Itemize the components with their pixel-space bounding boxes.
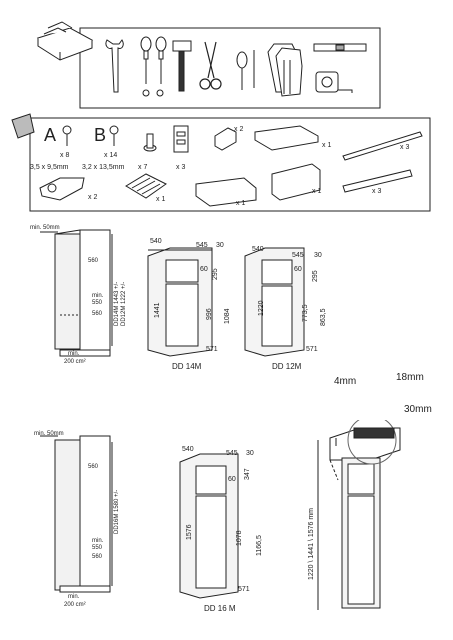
screw-b-letter: B [94,125,107,145]
screwdriver-icon [140,36,167,97]
rail-short-icon [342,169,413,193]
dd14-fridge-diagram [147,247,213,357]
dd16-w540: 540 [182,446,194,453]
rail-icon [342,131,423,161]
niche1-top-min: min. 50mm [30,225,60,231]
dd12-label: DD 12M [272,362,302,371]
dd14-h295: 295 [212,268,219,280]
dd12-w545: 545 [292,252,304,259]
wrench-icon [105,39,124,93]
dd16-w545: 545 [226,450,238,457]
niche2-w560-bot: 560 [92,554,103,560]
dd16-fridge-diagram [179,453,239,599]
dd14-h1084: 1084 [224,308,231,324]
bracket-icon [214,127,237,151]
dd12-h1220: 1220 [258,300,265,316]
scissors-icon [199,41,222,90]
niche1-height-note-1: DD14M 1443 +/- [114,281,120,326]
dd16-w571: 571 [238,586,250,593]
dd14-h1441: 1441 [154,302,161,318]
niche2-bottom-min-a: min. [68,594,80,600]
dd14-w30: 30 [216,242,224,249]
niche2-diagram [40,435,113,593]
niche2-min550-b: 550 [92,545,103,551]
grille-icon [125,173,167,199]
hammer-icon [172,40,192,92]
awl-icon [236,50,255,90]
parts-bag-icon [11,113,35,139]
dd12-h773: 773,5 [302,304,309,322]
niche1-w560-top: 560 [88,258,99,264]
dd16-h347: 347 [244,468,251,480]
cover-b-qty: x 1 [312,188,322,195]
niche2-w560-top: 560 [88,464,99,470]
niche2-bottom-min-b: 200 cm² [64,602,86,608]
niche1-bottom-min-a: min. [68,351,80,357]
dd16-h1166: 1166,5 [256,535,263,556]
tools-panel [36,21,381,109]
grille-qty: x 1 [156,196,166,203]
niche2-top-min: min. 50mm [34,431,64,437]
dd12-w571: 571 [306,346,318,353]
dd12-w30: 30 [314,252,322,259]
parts-panel [11,113,431,212]
dd16-h1576: 1576 [186,524,193,540]
bracket-qty: x 2 [234,126,244,133]
rail-long-qty: x 3 [400,144,410,151]
block-qty: x 1 [322,142,332,149]
plug-qty: x 7 [138,164,148,171]
niche1-min550-a: min. [92,293,104,299]
dd14-label: DD 14M [172,362,202,371]
screw-b-size: 3,2 x 13,5mm [82,164,125,171]
dd16-h1078: 1078 [236,530,243,546]
dd16-label: DD 16 M [204,604,236,613]
dd12-h863: 863,5 [320,308,327,326]
plug-icon [143,133,157,152]
rail-short-qty: x 3 [372,188,382,195]
screw-icon [62,125,119,146]
niche2-min550-a: min. [92,538,104,544]
dd12-h295: 295 [312,270,319,282]
clearance-heights: 1220 \ 1441 \ 1576 mm [308,508,315,580]
niche1-bottom-min-b: 200 cm² [64,359,86,365]
dd12-w540: 540 [252,246,264,253]
block-icon [254,125,319,151]
screw-b-qty: x 14 [104,152,118,159]
lever-icon [39,177,85,201]
hinge-plate-qty: x 3 [176,164,186,171]
clearance-30mm: 30mm [404,404,432,415]
screw-a-qty: x 8 [60,152,70,159]
clearance-18mm: 18mm [396,372,424,383]
dd14-h996: 996 [206,308,213,320]
section2-drawings [40,420,401,610]
niche2-height-note: DD16M 1580 +/- [114,489,120,534]
section1-drawings [40,229,305,357]
dd12-h60: 60 [294,266,302,273]
niche1-height-note-2: DD12M 1222 +/- [121,281,127,326]
dd14-w545: 545 [196,242,208,249]
niche1-min550-b: 550 [92,300,103,306]
dd16-w30: 30 [246,450,254,457]
cover-icon [195,163,321,207]
dd14-w571: 571 [206,346,218,353]
toolbox-icon [36,21,94,61]
dd14-h60: 60 [200,266,208,273]
clearance-diagram [317,420,401,610]
hinge-plate-icon [173,125,189,153]
screw-a-letter: A [44,125,57,145]
gloves-icon [267,43,303,97]
lever-qty: x 2 [88,194,98,201]
tape-measure-icon [315,71,353,93]
screw-a-size: 3,5 x 9,5mm [30,164,69,171]
dd12-fridge-diagram [244,247,305,357]
level-icon [313,43,367,52]
cover-a-qty: x 1 [236,200,246,207]
clearance-4mm: 4mm [334,376,357,387]
niche1-w560-bot: 560 [92,311,103,317]
dd16-h60: 60 [228,476,236,483]
dd14-w540: 540 [150,238,162,245]
niche-diagram [40,229,113,357]
